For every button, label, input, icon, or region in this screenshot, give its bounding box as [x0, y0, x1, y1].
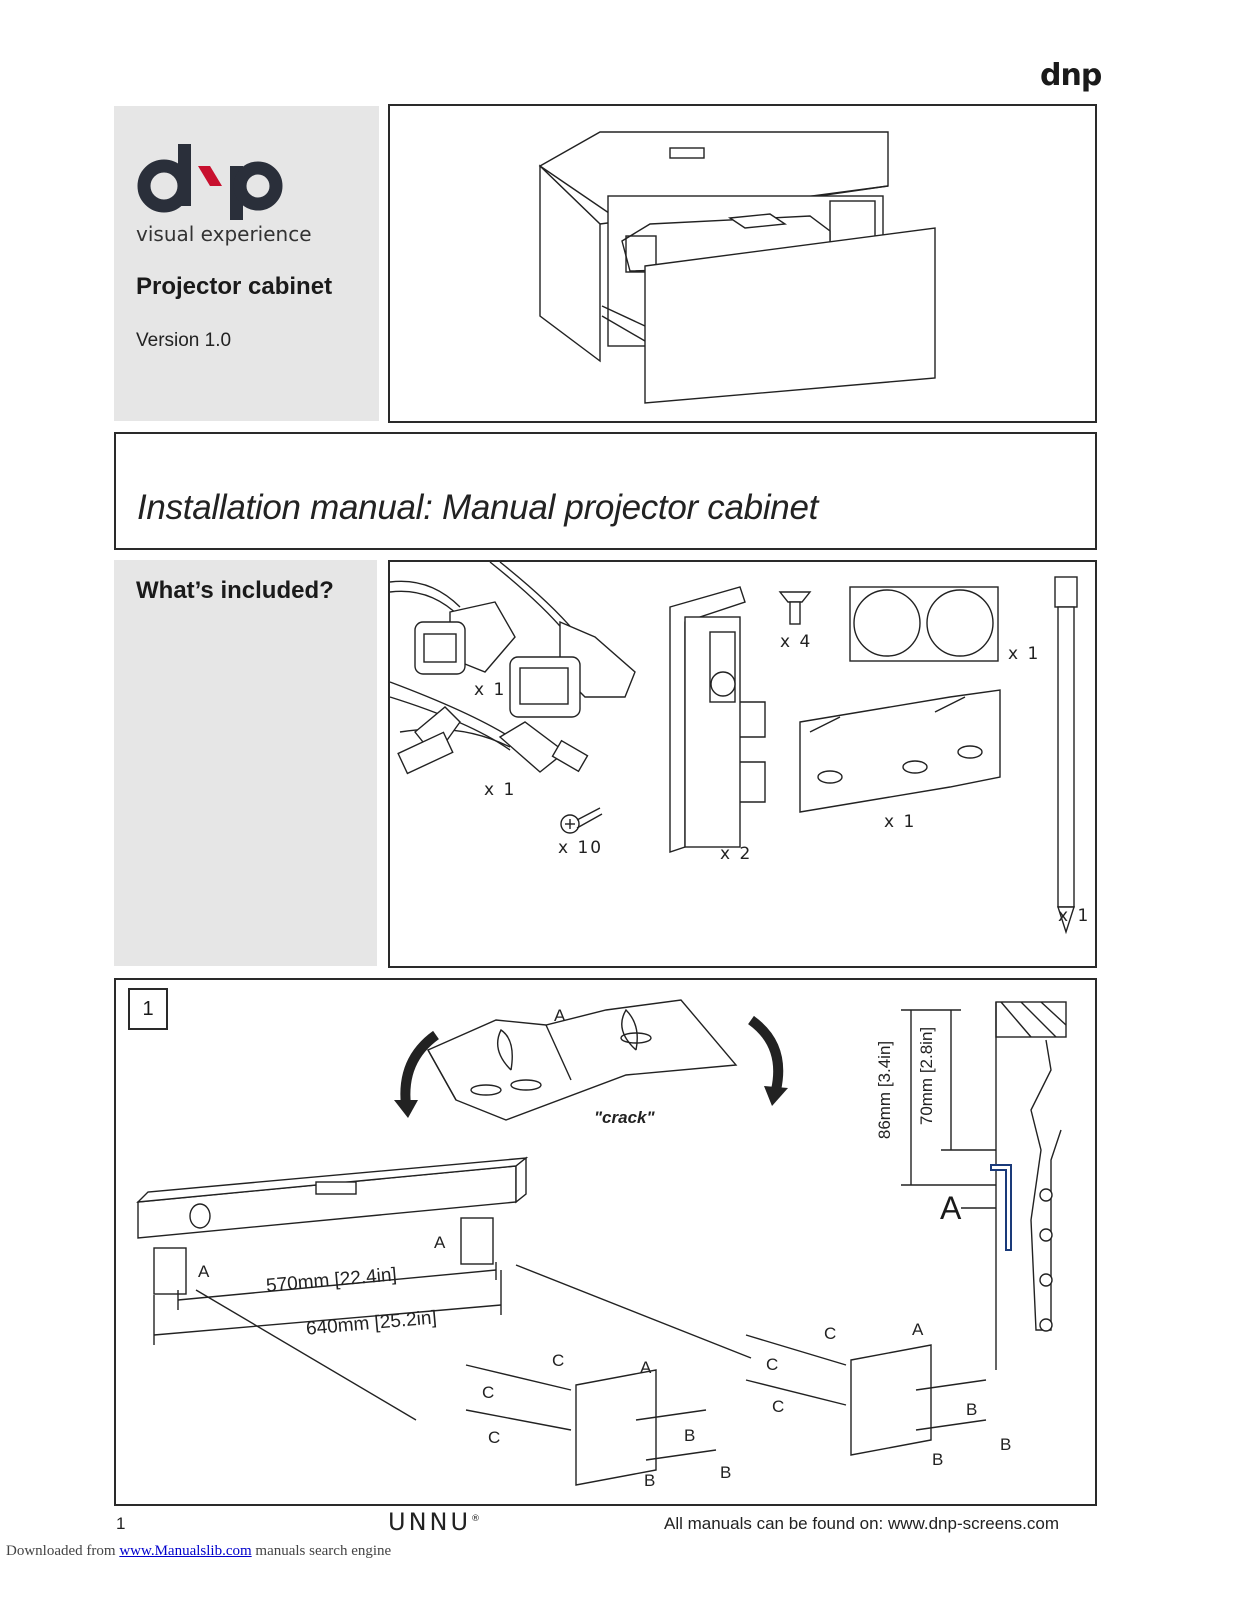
pads-qty: x 1 [1008, 644, 1041, 664]
brand-logo [136, 140, 296, 225]
label-a-large: A [940, 1190, 962, 1226]
label-c-3: C [488, 1428, 501, 1447]
label-c-2: C [482, 1383, 495, 1402]
footer-registered: ® [471, 1514, 484, 1524]
label-a-left: A [198, 1262, 210, 1281]
footer-brand: UNNU® [388, 1508, 483, 1536]
hdmi-cable-qty: x 1 [484, 780, 517, 800]
step1-box: 1 [114, 978, 1097, 1506]
included-heading: What’s included? [136, 577, 334, 604]
label-c-4: C [824, 1324, 837, 1343]
label-b-6: B [932, 1450, 944, 1469]
dim-86: 86mm [3.4in] [875, 1040, 895, 1140]
label-b-1: B [684, 1426, 696, 1445]
page-number: 1 [116, 1514, 126, 1533]
label-a-top: A [554, 1006, 566, 1025]
footer-brand-text: UNNU [388, 1508, 472, 1536]
version-label: Version 1.0 [136, 330, 232, 351]
label-a-lower-right: A [912, 1320, 924, 1339]
step1-illustration [136, 999, 1067, 1486]
manual-title: Installation manual: Manual projector ca… [137, 488, 819, 527]
cabinet-illustration [538, 131, 936, 404]
screws-qty: x 10 [558, 838, 604, 858]
crack-label: "crack" [594, 1108, 655, 1127]
cable-tie-qty: x 1 [1058, 906, 1091, 926]
download-suffix: manuals search engine [251, 1543, 392, 1559]
footer-note: All manuals can be found on: www.dnp-scr… [664, 1514, 1059, 1533]
label-c-5: C [766, 1355, 779, 1374]
included-panel [114, 560, 377, 966]
label-b-3: B [644, 1471, 656, 1490]
brand-logo-mark [137, 144, 283, 220]
label-b-4: B [966, 1400, 978, 1419]
bolts-qty: x 4 [780, 632, 813, 652]
label-a-mid: A [434, 1233, 446, 1252]
brand-tagline: visual experience [136, 222, 312, 246]
label-b-2: B [720, 1463, 732, 1482]
title-box [114, 432, 1097, 550]
manualslib-link[interactable]: www.Manualslib.com [119, 1543, 252, 1559]
bracket-qty: x 1 [884, 812, 917, 832]
header-logo: dnp [1040, 58, 1102, 93]
step1-number: 1 [142, 998, 154, 1020]
included-illustration-box: x 1 x 1 x 10 x 4 x 2 x 1 x 1 x 1 [388, 560, 1097, 968]
label-a-lower-left: A [640, 1358, 652, 1377]
header-logo-text: dnp [1040, 58, 1102, 93]
label-b-5: B [1000, 1435, 1012, 1454]
cabinet-illustration-box [388, 104, 1097, 423]
included-parts [389, 561, 1078, 935]
label-c-1: C [552, 1351, 565, 1370]
cover-panel [114, 106, 379, 421]
download-banner: Downloaded from www.Manualslib.com manua… [6, 1543, 391, 1560]
power-cable-qty: x 1 [474, 680, 507, 700]
step1-number-box: 1 [128, 988, 168, 1030]
download-prefix: Downloaded from [6, 1543, 120, 1559]
dim-70: 70mm [2.8in] [917, 1026, 937, 1126]
label-c-6: C [772, 1397, 785, 1416]
rails-qty: x 2 [720, 844, 753, 864]
product-name: Projector cabinet [136, 273, 333, 300]
